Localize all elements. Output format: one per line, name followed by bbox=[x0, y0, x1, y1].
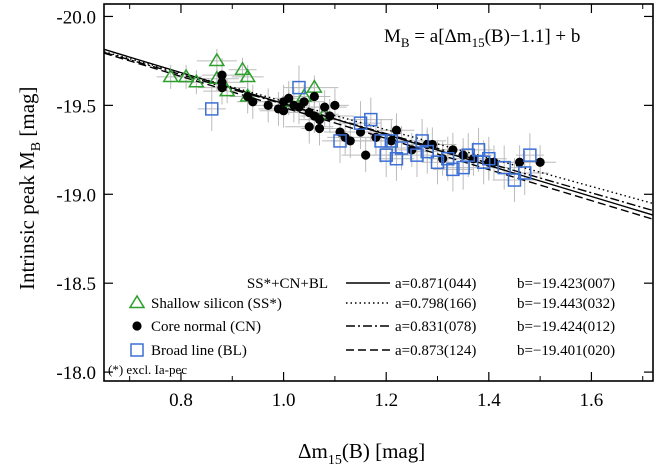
legend-marker-square-open bbox=[130, 343, 144, 357]
cn-point bbox=[535, 157, 545, 167]
cn-point bbox=[514, 157, 525, 167]
plot-frame bbox=[103, 3, 654, 382]
x-tick-label: 1.2 bbox=[374, 390, 398, 411]
bl-point bbox=[517, 166, 532, 180]
cn-point bbox=[458, 150, 468, 160]
bl-point bbox=[441, 151, 455, 166]
bl-point bbox=[292, 80, 306, 95]
data-points bbox=[162, 52, 545, 187]
y-tick-label: -18.0 bbox=[56, 363, 96, 384]
bl-point bbox=[415, 134, 429, 148]
axis-ticks: 0.8 1.0 1.2 1.4 1.6 -20.0 -19.5 -19.0 -18.5 -18.0 bbox=[56, 4, 653, 411]
cn-point bbox=[309, 91, 319, 102]
y-tick-label: -19.5 bbox=[56, 96, 96, 117]
cn-point bbox=[217, 70, 227, 80]
cn-point bbox=[314, 123, 325, 134]
fit-line-dotted bbox=[103, 50, 654, 205]
cn-point bbox=[427, 139, 437, 150]
ss-point bbox=[188, 73, 205, 88]
x-tick-label: 0.8 bbox=[169, 390, 193, 411]
bl-point bbox=[507, 173, 522, 187]
bl-point bbox=[446, 162, 460, 177]
cn-point bbox=[371, 132, 381, 142]
x-axis-label: Δm15(B) [mag] bbox=[298, 439, 425, 468]
legend-fit-b: b=−19.423(007) bbox=[517, 276, 615, 292]
legend-fit-b: b=−19.424(012) bbox=[517, 319, 615, 335]
ss-point bbox=[162, 68, 180, 83]
y-axis-label: Intrinsic peak MB [mag] bbox=[15, 86, 44, 290]
legend-fit-a: a=0.873(124) bbox=[395, 343, 476, 359]
cn-point bbox=[248, 97, 258, 107]
bl-point bbox=[204, 102, 219, 116]
bl-point bbox=[374, 134, 388, 148]
cn-point bbox=[391, 125, 402, 135]
cn-point bbox=[217, 82, 227, 93]
cn-point bbox=[438, 154, 448, 164]
cn-point bbox=[325, 111, 335, 121]
y-tick-label: -19.0 bbox=[56, 185, 96, 206]
bl-point bbox=[482, 151, 496, 166]
legend-series-label: Core normal (CN) bbox=[151, 319, 261, 335]
bl-point bbox=[353, 116, 368, 130]
legend-series-label: Broad line (BL) bbox=[151, 343, 247, 359]
x-tick-label: 1.6 bbox=[580, 390, 604, 411]
cn-point bbox=[320, 102, 330, 112]
legend-fit-b: b=−19.443(032) bbox=[517, 296, 615, 312]
cn-point bbox=[345, 136, 355, 146]
cn-point bbox=[330, 100, 340, 110]
bl-point bbox=[410, 148, 424, 162]
fit-formula: MB = a[Δm15(B)−1.1] + b bbox=[384, 26, 580, 50]
y-tick-label: -18.5 bbox=[56, 274, 96, 295]
bl-point bbox=[497, 160, 511, 175]
cn-point bbox=[278, 106, 289, 116]
cn-point bbox=[284, 93, 294, 103]
legend-series-label: Shallow silicon (SS*) bbox=[151, 296, 282, 312]
bl-point bbox=[476, 155, 491, 170]
bl-point bbox=[420, 144, 434, 159]
cn-point bbox=[386, 136, 396, 146]
legend-marker-triangle-open bbox=[128, 294, 146, 309]
legend-fit-a: a=0.871(044) bbox=[395, 276, 476, 292]
footnote: (*) excl. Ia-pec bbox=[108, 362, 187, 377]
cn-point bbox=[314, 114, 325, 125]
bl-point bbox=[364, 112, 378, 127]
legend-combined-label: SS*+CN+BL bbox=[247, 276, 328, 292]
formula-annotation: MB = a[Δm15(B)−1.1] + b bbox=[384, 26, 580, 50]
cn-point bbox=[304, 122, 314, 132]
bl-point bbox=[430, 155, 445, 170]
legend-fit-a: a=0.831(078) bbox=[395, 319, 476, 335]
cn-point bbox=[299, 97, 309, 107]
bl-point bbox=[389, 151, 404, 166]
fit-line-dashdot bbox=[103, 51, 654, 212]
fit-line-solid bbox=[103, 48, 654, 216]
legend-marker-circle-filled bbox=[132, 321, 142, 331]
legend-fit-a: a=0.798(166) bbox=[395, 296, 476, 312]
legend-fit-b: b=−19.401(020) bbox=[517, 343, 615, 359]
bl-point bbox=[384, 134, 399, 148]
ss-point bbox=[208, 52, 226, 67]
cn-point bbox=[489, 157, 499, 167]
ss-point bbox=[234, 61, 251, 76]
cn-point bbox=[263, 100, 273, 110]
ss-point bbox=[239, 68, 256, 83]
bl-point bbox=[523, 148, 537, 162]
bl-point bbox=[379, 148, 393, 162]
x-tick-label: 1.0 bbox=[272, 390, 296, 411]
bl-point bbox=[394, 141, 409, 155]
x-tick-label: 1.4 bbox=[477, 390, 501, 411]
bl-point bbox=[333, 134, 347, 148]
cn-point bbox=[361, 150, 371, 160]
y-tick-label: -20.0 bbox=[56, 7, 96, 28]
legend: SS*+CN+BL Shallow silicon (SS*) Core norma… bbox=[128, 276, 615, 359]
ss-point bbox=[177, 68, 195, 83]
